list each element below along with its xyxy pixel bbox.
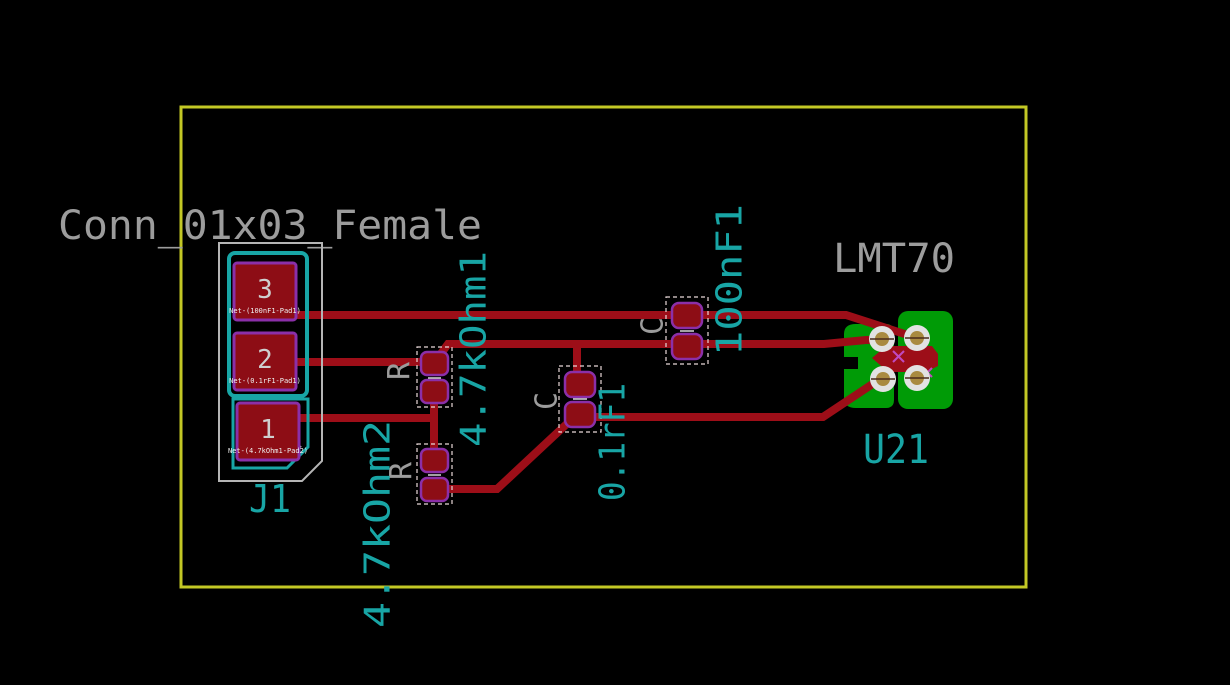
connector-silk-outline-upper bbox=[227, 251, 309, 398]
capacitor-0r1f[interactable]: C 0.1rF1 bbox=[530, 365, 634, 501]
connector-j1[interactable]: 3 Net-(100nF1-Pad1) 2 Net-(0.1rF1-Pad1) … bbox=[218, 242, 323, 521]
trace-net1[interactable] bbox=[297, 311, 919, 342]
ic-pads[interactable] bbox=[869, 325, 930, 392]
j1-pad-1-net: Net-(4.7kOhm1-Pad2) bbox=[228, 447, 308, 455]
connector-fab-outline bbox=[218, 242, 323, 482]
c01-pad-bottom[interactable] bbox=[563, 400, 597, 429]
j1-pad-1[interactable] bbox=[235, 401, 301, 462]
j1-pad-3[interactable] bbox=[232, 261, 298, 322]
r1-pad-bottom[interactable] bbox=[419, 378, 450, 405]
trace-net4-b[interactable] bbox=[582, 375, 883, 421]
trace-net2-b[interactable] bbox=[433, 336, 878, 362]
r2-pad-bottom[interactable] bbox=[419, 476, 450, 503]
r1-courtyard bbox=[416, 346, 453, 408]
r2-value-label[interactable]: R bbox=[385, 461, 420, 480]
connector-footprint-label[interactable]: Conn_01x03_Female bbox=[58, 203, 482, 249]
j1-reference-label[interactable]: J1 bbox=[249, 477, 291, 521]
resistor-r1[interactable]: R 4.7kOhm1 bbox=[383, 251, 495, 447]
capacitor-100nf[interactable]: C 100nF1 bbox=[636, 204, 751, 365]
c01-courtyard bbox=[558, 365, 602, 433]
ic-name-label[interactable]: LMT70 bbox=[833, 236, 955, 282]
j1-pad-3-number: 3 bbox=[257, 275, 273, 305]
ic-u21[interactable]: LMT70 U21 bbox=[833, 236, 955, 473]
c100-courtyard bbox=[665, 296, 709, 365]
j1-pad-2[interactable] bbox=[232, 331, 298, 392]
r1-value-label[interactable]: R bbox=[383, 361, 418, 380]
r1-pad-top[interactable] bbox=[419, 350, 450, 377]
c01-value-label[interactable]: C bbox=[530, 392, 565, 410]
c100-pad-top[interactable] bbox=[670, 301, 704, 330]
ic-center-pad[interactable] bbox=[872, 346, 938, 372]
r2-courtyard bbox=[416, 443, 453, 505]
resistor-r2[interactable]: R 4.7kOhm2 bbox=[358, 420, 453, 628]
j1-pad-3-net: Net-(100nF1-Pad1) bbox=[229, 307, 301, 315]
board-outline[interactable] bbox=[179, 105, 1028, 589]
r2-pad-top[interactable] bbox=[419, 447, 450, 474]
r1-silk-label[interactable]: 4.7kOhm1 bbox=[454, 251, 495, 447]
r2-silk-label[interactable]: 4.7kOhm2 bbox=[358, 420, 399, 628]
ic-reference-label[interactable]: U21 bbox=[863, 427, 929, 473]
j1-pad-2-number: 2 bbox=[257, 345, 273, 375]
c100-pad-bottom[interactable] bbox=[670, 332, 704, 361]
j1-pad-2-net: Net-(0.1rF1-Pad1) bbox=[229, 377, 301, 385]
c01-silk-label[interactable]: 0.1rF1 bbox=[593, 383, 634, 501]
c100-silk-label[interactable]: 100nF1 bbox=[710, 204, 751, 356]
c100-value-label[interactable]: C bbox=[636, 317, 671, 335]
c01-pad-top[interactable] bbox=[563, 370, 597, 399]
j1-pad-1-number: 1 bbox=[260, 415, 276, 445]
